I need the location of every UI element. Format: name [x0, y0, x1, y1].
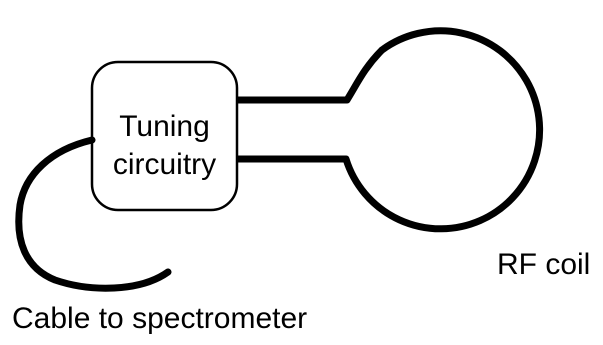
rf-coil-label: RF coil: [497, 248, 591, 281]
rf-coil-loop: [238, 27, 544, 233]
tuning-circuitry-box: [90, 60, 239, 212]
spectrometer-cable: [15, 136, 172, 292]
cable-label: Cable to spectrometer: [12, 302, 308, 335]
tuning-label-line1: Tuning: [119, 110, 210, 143]
tuning-circuitry-label: Tuning circuitry: [92, 96, 237, 196]
tuning-label-line2: circuitry: [112, 148, 217, 181]
